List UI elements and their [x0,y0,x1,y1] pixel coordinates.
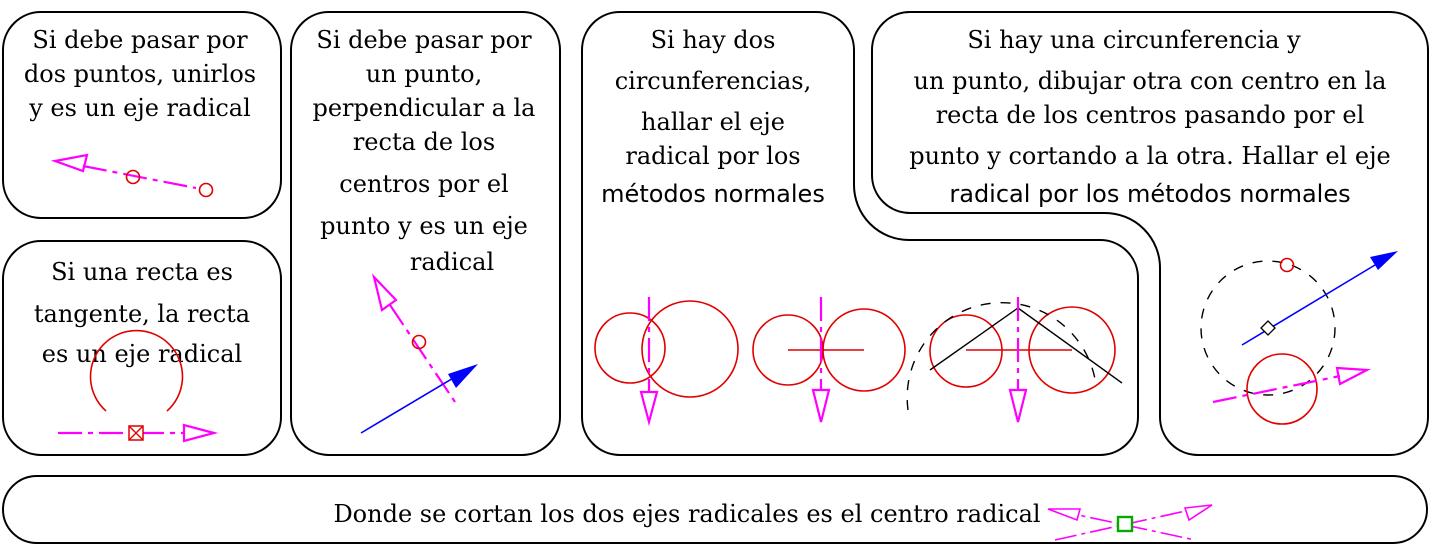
auxiliary-circle-arc [906,301,1097,411]
panel-circles-frame [581,11,1139,456]
panel-circle-point: Si hay una circunferencia y un punto, di… [909,26,1398,425]
radical-axis-line [1212,374,1341,404]
centers-line-arrowhead [1370,251,1398,270]
panel-circle-point-line-5: radical por los métodos normales [949,180,1350,208]
tangent-figure [58,329,219,443]
radical-center-figure [1047,504,1213,541]
point-marker [198,182,214,198]
tangent-point-cross [128,425,144,441]
centers-line [1241,261,1381,346]
panel-tangent-line-2: tangente, la recta [34,300,250,328]
panel-two-points: Si debe pasar por dos puntos, unirlos y … [2,11,282,219]
external-circles-figure [906,297,1123,423]
footer-panel: Donde se cortan los dos ejes radicales e… [2,475,1428,544]
panel-one-point-line-7: radical [410,248,494,276]
panel-two-points-line-3: y es un eje radical [28,94,251,122]
panel-two-circles-line-4: radical por los [625,142,800,170]
panel-circle-point-line-4: punto y cortando a la otra. Hallar el ej… [909,142,1390,170]
panel-one-point-line-3: perpendicular a la [312,94,535,122]
panel-tangent-line-1: Si una recta es [51,258,233,286]
panel-two-circles: Si hay dos circunferencias, hallar el ej… [594,26,1123,427]
center-marker [1260,320,1276,336]
point-marker [125,169,141,185]
given-circle [1246,353,1318,425]
circle [641,300,739,398]
panel-two-circles-line-1: Si hay dos [651,26,776,54]
panel-circle-point-frame [871,11,1429,456]
panel-tangent-line-3: es un eje radical [42,340,242,368]
footer-text: Donde se cortan los dos ejes radicales e… [333,500,1040,528]
radical-axis-line [1054,509,1191,541]
centers-line [360,376,456,434]
axis-arrowhead [50,153,89,173]
two-points-figure [50,153,214,198]
panel-circle-point-line-2: un punto, dibujar otra con centro en la [914,67,1387,95]
point-marker [1279,257,1295,273]
axis-arrowhead [182,423,219,443]
intersecting-circles-figure [594,297,739,427]
panel-one-point-frame [290,11,561,456]
circle [594,312,666,384]
axis-arrowhead [811,388,831,423]
panel-two-circles-line-2: circunferencias, [615,67,812,95]
one-point-figure [360,273,478,434]
panel-one-point-line-5: centros por el [339,170,508,198]
panel-one-point: Si debe pasar por un punto, perpendicula… [290,11,561,456]
panel-tangent: Si una recta es tangente, la recta es un… [2,240,282,456]
panel-two-points-line-2: dos puntos, unirlos [24,60,256,88]
axis-arrowhead [1008,388,1028,423]
auxiliary-radical-axis [1017,307,1123,384]
panel-one-point-line-2: un punto, [366,60,483,88]
tangent-circles-figure [752,297,906,423]
axis-arrowhead [1183,504,1213,522]
axis-arrowhead [1335,366,1372,386]
radical-center-marker [1116,515,1134,533]
panel-two-circles-line-3: hallar el eje [641,108,785,136]
centers-line-arrowhead [448,364,478,388]
panel-circle-point-line-1: Si hay una circunferencia y [967,26,1301,54]
axis-arrowhead [1047,508,1082,522]
point-marker [411,334,427,350]
panel-two-points-line-1: Si debe pasar por [32,26,248,54]
panel-tangent-frame [2,240,282,456]
tangent-circle-arc [89,329,184,412]
panel-two-points-frame [2,11,282,219]
panel-two-circles-line-5: métodos normales [601,180,825,208]
footer-frame [2,475,1428,544]
auxiliary-circle [1200,260,1336,396]
radical-axis-line [1054,509,1196,541]
panel-circle-point-line-3: recta de los centros pasando por el [936,101,1365,129]
auxiliary-radical-axis [929,307,1019,371]
panel-one-point-line-6: punto y es un eje [320,212,528,240]
circle-point-figure [1200,251,1398,425]
circle [929,314,1003,388]
panel-one-point-line-1: Si debe pasar por [316,26,532,54]
axis-arrowhead [639,390,659,427]
axis-arrowhead [371,273,398,312]
panel-one-point-line-4: recta de los [353,128,495,156]
radical-axis-line [389,304,456,403]
